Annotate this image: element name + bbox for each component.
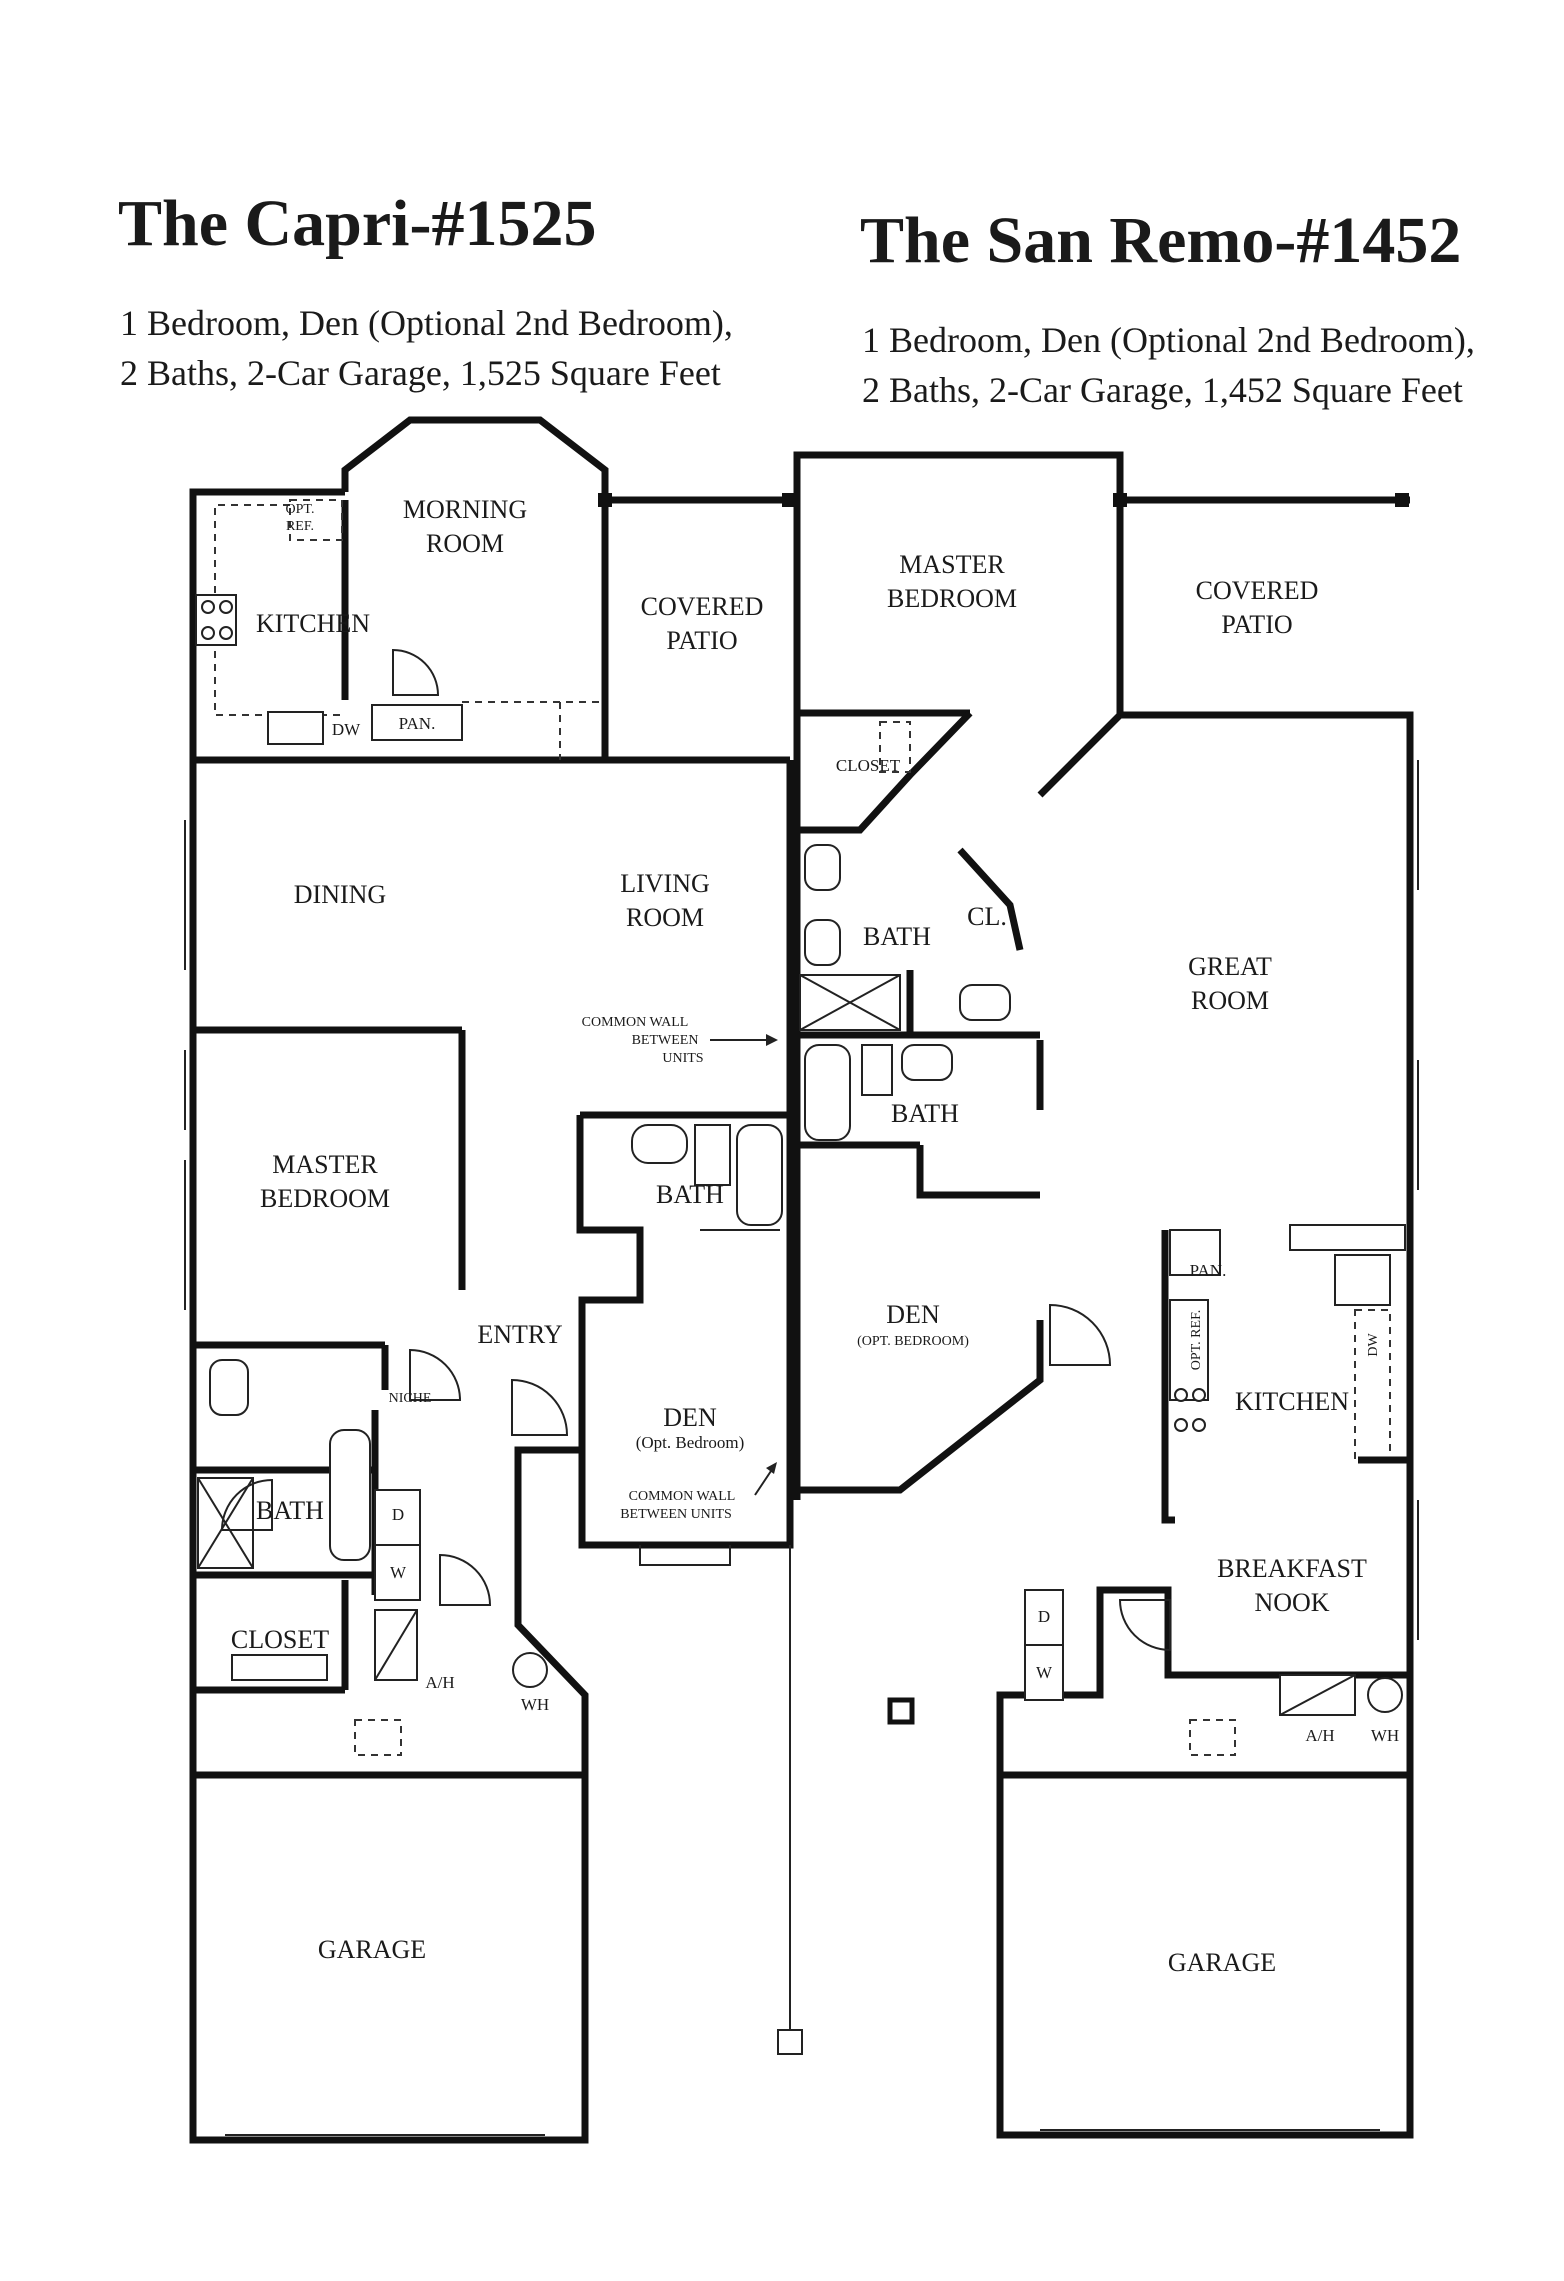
capri-bath-upper-label: BATH	[656, 1180, 724, 1209]
san-remo-labels: MASTER BEDROOM COVERED PATIO CLOSET BATH…	[836, 550, 1399, 1977]
san-remo-covered-patio-label-1: COVERED	[1196, 576, 1319, 605]
san-remo-great-room-label-2: ROOM	[1191, 986, 1269, 1015]
san-remo-kitchen-label: KITCHEN	[1235, 1387, 1349, 1416]
capri-den-label: DEN	[663, 1403, 717, 1432]
capri-wh-label: WH	[521, 1695, 549, 1714]
capri-ah-label: A/H	[425, 1673, 454, 1692]
capri-closet-label: CLOSET	[231, 1625, 329, 1654]
san-remo-outer-wall	[793, 451, 1414, 2139]
san-remo-subtitle-line2: 2 Baths, 2-Car Garage, 1,452 Square Feet	[862, 370, 1463, 410]
capri-dining-label: DINING	[294, 880, 386, 909]
san-remo-den-label: DEN	[886, 1300, 940, 1329]
capri-garage-label: GARAGE	[318, 1935, 426, 1964]
capri-common-wall-den-label-2: BETWEEN UNITS	[620, 1507, 732, 1522]
capri-pantry-label: PAN.	[399, 714, 436, 733]
capri-niche-label: NICHE	[389, 1391, 432, 1406]
san-remo-dw-label: DW	[1366, 1333, 1381, 1357]
capri-bath-lower-label: BATH	[256, 1496, 324, 1525]
san-remo-pantry-label: PAN.	[1190, 1261, 1227, 1280]
san-remo-closet-label: CLOSET	[836, 756, 901, 775]
san-remo-wh-label: WH	[1371, 1726, 1399, 1745]
capri-common-wall-label-2: BETWEEN	[632, 1033, 699, 1048]
san-remo-master-bedroom-label-2: BEDROOM	[887, 584, 1017, 613]
capri-subtitle-line1: 1 Bedroom, Den (Optional 2nd Bedroom),	[120, 303, 733, 343]
capri-living-room-label-2: ROOM	[626, 903, 704, 932]
capri-morning-room-wall	[341, 416, 609, 760]
capri-opt-ref-label-1: OPT.	[286, 502, 315, 517]
san-remo-ah-label: A/H	[1305, 1726, 1334, 1745]
capri-common-wall-label-1: COMMON WALL	[582, 1015, 689, 1030]
capri-subtitle-line2: 2 Baths, 2-Car Garage, 1,525 Square Feet	[120, 353, 721, 393]
capri-covered-patio-label-2: PATIO	[666, 626, 737, 655]
capri-common-wall-den-label-1: COMMON WALL	[629, 1489, 736, 1504]
capri-washer-label: W	[390, 1563, 407, 1582]
san-remo-washer-label: W	[1036, 1663, 1053, 1682]
capri-living-room-label-1: LIVING	[620, 869, 710, 898]
capri-labels: OPT. REF. MORNING ROOM KITCHEN COVERED P…	[231, 495, 778, 1964]
san-remo-garage-label: GARAGE	[1168, 1948, 1276, 1977]
capri-den-opt-label: (Opt. Bedroom)	[636, 1433, 745, 1452]
capri-morning-room-label-2: ROOM	[426, 529, 504, 558]
capri-title: The Capri-#1525	[118, 187, 597, 260]
san-remo-plan	[793, 451, 1419, 2139]
capri-outer-wall	[189, 488, 794, 2144]
capri-covered-patio-label-1: COVERED	[641, 592, 764, 621]
capri-dw-label: DW	[332, 720, 361, 739]
san-remo-breakfast-nook-label-1: BREAKFAST	[1217, 1554, 1367, 1583]
san-remo-dryer-label: D	[1038, 1607, 1050, 1626]
san-remo-bath-lower-label: BATH	[891, 1099, 959, 1128]
san-remo-cl-label: CL.	[967, 902, 1007, 931]
san-remo-master-bedroom-label-1: MASTER	[899, 550, 1005, 579]
san-remo-covered-patio-label-2: PATIO	[1221, 610, 1292, 639]
san-remo-den-opt-label: (OPT. BEDROOM)	[857, 1334, 969, 1349]
san-remo-great-room-label-1: GREAT	[1188, 952, 1272, 981]
san-remo-bath-upper-label: BATH	[863, 922, 931, 951]
capri-kitchen-label: KITCHEN	[256, 609, 370, 638]
capri-entry-label: ENTRY	[477, 1320, 562, 1349]
capri-master-bedroom-label-2: BEDROOM	[260, 1184, 390, 1213]
capri-opt-ref-label-2: REF.	[286, 519, 314, 534]
san-remo-subtitle-line1: 1 Bedroom, Den (Optional 2nd Bedroom),	[862, 320, 1475, 360]
capri-morning-room-label-1: MORNING	[403, 495, 527, 524]
capri-dryer-label: D	[392, 1505, 404, 1524]
capri-master-bedroom-label-1: MASTER	[272, 1150, 378, 1179]
capri-plan	[184, 416, 803, 2144]
san-remo-breakfast-nook-label-2: NOOK	[1254, 1588, 1329, 1617]
san-remo-title: The San Remo-#1452	[860, 204, 1461, 277]
capri-common-wall-label-3: UNITS	[662, 1051, 703, 1066]
san-remo-opt-ref-label: OPT. REF.	[1189, 1310, 1204, 1370]
